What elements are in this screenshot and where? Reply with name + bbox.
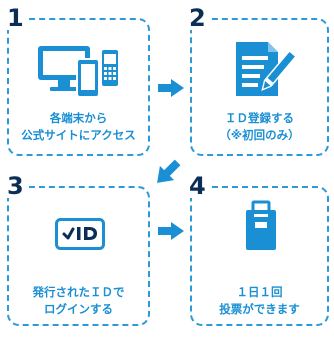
step-1-number: 1 <box>4 6 27 30</box>
step-2-number: 2 <box>186 6 209 30</box>
step-4-card: １日１回 投票ができます <box>190 186 329 326</box>
devices-icon <box>38 46 120 98</box>
step-4-label: １日１回 投票ができます <box>192 284 327 318</box>
step-1-card: 各端末から 公式サイトにアクセス <box>7 18 150 156</box>
step-4-line-2: 投票ができます <box>219 302 300 316</box>
step-2-line-2: （※初回のみ） <box>219 128 300 142</box>
right-arrow-icon <box>158 79 184 97</box>
step-4-line-1: １日１回 <box>236 285 283 299</box>
step-3-card: 発行されたＩＤで ログインする <box>7 186 150 326</box>
right-arrow-icon <box>158 222 184 240</box>
id-card-icon <box>55 218 105 250</box>
step-1-line-2: 公式サイトにアクセス <box>21 128 136 142</box>
step-2-card: ＩＤ登録する （※初回のみ） <box>190 18 329 156</box>
step-1-label: 各端末から 公式サイトにアクセス <box>9 110 148 144</box>
step-2-line-1: ＩＤ登録する <box>225 111 294 125</box>
down-left-arrow-icon <box>157 159 181 183</box>
registration-form-icon <box>236 42 296 96</box>
step-4-number: 4 <box>186 174 209 198</box>
ballot-box-icon <box>246 200 276 250</box>
step-3-line-2: ログインする <box>44 302 113 316</box>
step-1-line-1: 各端末から <box>49 111 108 125</box>
step-3-label: 発行されたＩＤで ログインする <box>9 284 148 318</box>
step-2-label: ＩＤ登録する （※初回のみ） <box>192 110 327 144</box>
step-3-line-1: 発行されたＩＤで <box>32 285 125 299</box>
step-3-number: 3 <box>4 174 27 198</box>
